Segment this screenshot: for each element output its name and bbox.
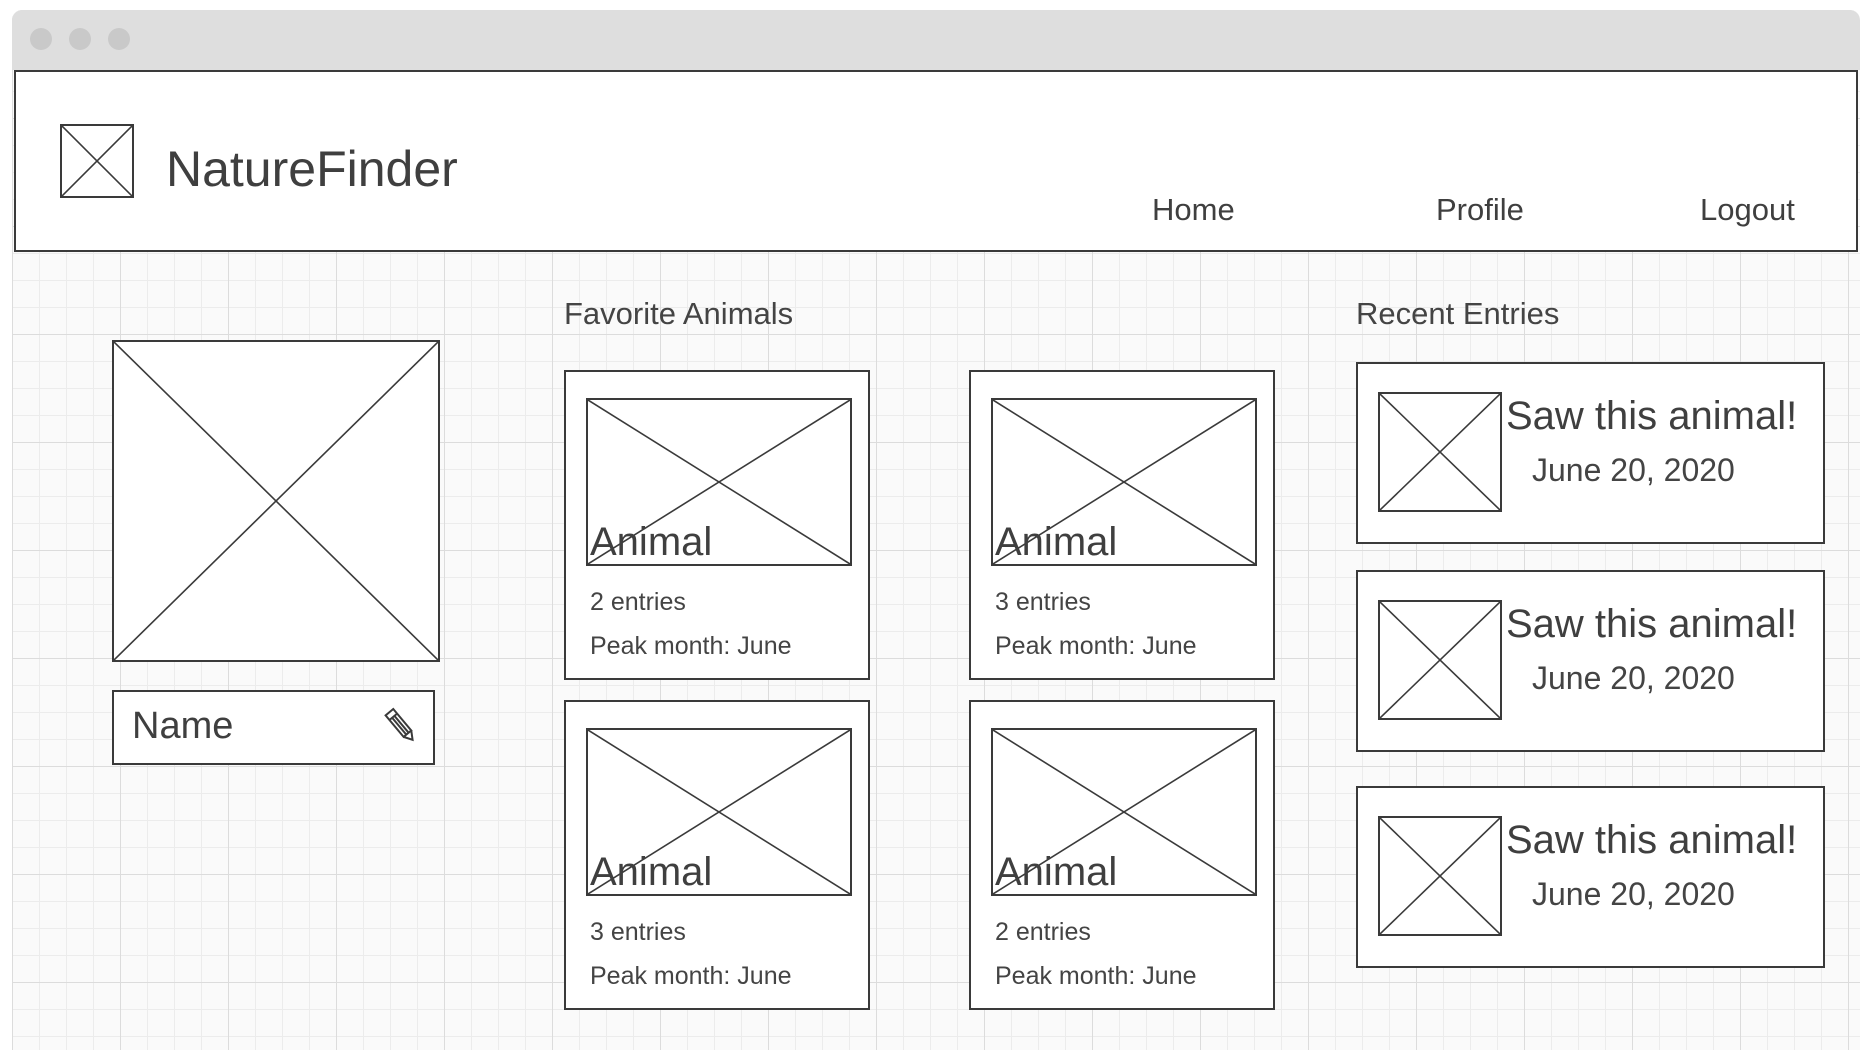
entry-date: June 20, 2020	[1532, 660, 1735, 696]
entry-date: June 20, 2020	[1532, 876, 1735, 912]
browser-window: NatureFinder Home Profile Logout Name Fa…	[12, 10, 1860, 1050]
animal-image-placeholder-icon	[586, 398, 852, 566]
profile-photo-placeholder-icon[interactable]	[112, 340, 440, 662]
entry-title: Saw this animal!	[1506, 602, 1798, 646]
recent-entry-card[interactable]: Saw this animal! June 20, 2020	[1356, 786, 1825, 968]
entry-title: Saw this animal!	[1506, 818, 1798, 862]
profile-name-field[interactable]: Name	[112, 690, 435, 765]
animal-name: Animal	[995, 850, 1118, 894]
pencil-icon[interactable]	[384, 706, 418, 746]
favorite-animal-card[interactable]: Animal 2 entries Peak month: June	[564, 370, 870, 680]
animal-entries-count: 2 entries	[995, 918, 1091, 946]
animal-peak-month: Peak month: June	[590, 962, 792, 990]
favorite-animals-heading: Favorite Animals	[564, 296, 794, 331]
entry-image-placeholder-icon	[1378, 392, 1502, 512]
animal-peak-month: Peak month: June	[995, 962, 1197, 990]
entry-date: June 20, 2020	[1532, 452, 1735, 488]
nav-home-link[interactable]: Home	[1152, 192, 1235, 227]
recent-entry-card[interactable]: Saw this animal! June 20, 2020	[1356, 362, 1825, 544]
nav-logout-link[interactable]: Logout	[1700, 192, 1795, 227]
entry-image-placeholder-icon	[1378, 600, 1502, 720]
nav-profile-link[interactable]: Profile	[1436, 192, 1524, 227]
entry-image-placeholder-icon	[1378, 816, 1502, 936]
animal-image-placeholder-icon	[991, 398, 1257, 566]
favorite-animal-card[interactable]: Animal 2 entries Peak month: June	[969, 700, 1275, 1010]
animal-name: Animal	[995, 520, 1118, 564]
animal-image-placeholder-icon	[586, 728, 852, 896]
animal-image-placeholder-icon	[991, 728, 1257, 896]
window-maximize-dot[interactable]	[108, 28, 130, 50]
animal-peak-month: Peak month: June	[995, 632, 1197, 660]
animal-name: Animal	[590, 850, 713, 894]
window-close-dot[interactable]	[30, 28, 52, 50]
animal-peak-month: Peak month: June	[590, 632, 792, 660]
animal-entries-count: 3 entries	[590, 918, 686, 946]
window-titlebar	[12, 10, 1860, 70]
entry-title: Saw this animal!	[1506, 394, 1798, 438]
app-title: NatureFinder	[166, 141, 458, 197]
favorite-animal-card[interactable]: Animal 3 entries Peak month: June	[969, 370, 1275, 680]
app-header: NatureFinder Home Profile Logout	[14, 70, 1858, 252]
profile-name-label: Name	[132, 705, 234, 747]
window-minimize-dot[interactable]	[69, 28, 91, 50]
animal-entries-count: 2 entries	[590, 588, 686, 616]
favorite-animal-card[interactable]: Animal 3 entries Peak month: June	[564, 700, 870, 1010]
animal-name: Animal	[590, 520, 713, 564]
logo-image-placeholder-icon	[60, 124, 134, 198]
recent-entry-card[interactable]: Saw this animal! June 20, 2020	[1356, 570, 1825, 752]
animal-entries-count: 3 entries	[995, 588, 1091, 616]
recent-entries-heading: Recent Entries	[1356, 296, 1560, 331]
